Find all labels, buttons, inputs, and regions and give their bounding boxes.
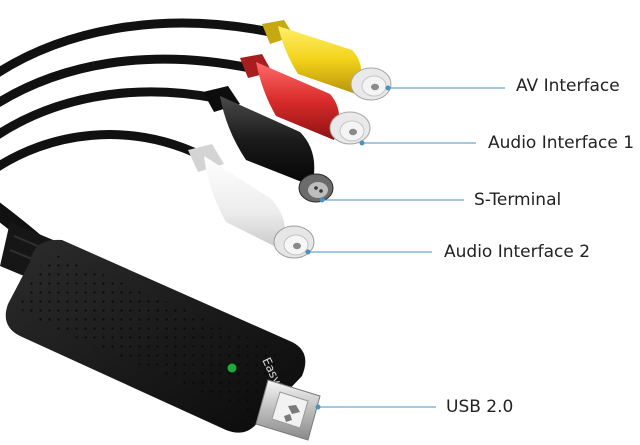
led-indicator xyxy=(227,363,237,373)
cable-svideo xyxy=(0,87,220,139)
rca-plug-yellow xyxy=(262,20,392,101)
cable-yellow xyxy=(0,18,275,77)
cable-red xyxy=(0,54,255,108)
rca-plug-red xyxy=(240,54,371,145)
label-audio-interface-2: Audio Interface 2 xyxy=(444,242,591,262)
label-s-terminal: S-Terminal xyxy=(474,190,562,210)
capture-stick-body: EasyCAP xyxy=(5,239,306,433)
label-usb: USB 2.0 xyxy=(446,397,514,417)
leader-lines xyxy=(305,85,505,410)
rca-plug-white xyxy=(188,144,315,259)
label-av-interface: AV Interface xyxy=(516,76,620,96)
label-audio-interface-1: Audio Interface 1 xyxy=(488,133,635,153)
usb-connector xyxy=(255,379,321,441)
cable-white xyxy=(0,130,205,171)
s-video-plug xyxy=(203,86,334,203)
